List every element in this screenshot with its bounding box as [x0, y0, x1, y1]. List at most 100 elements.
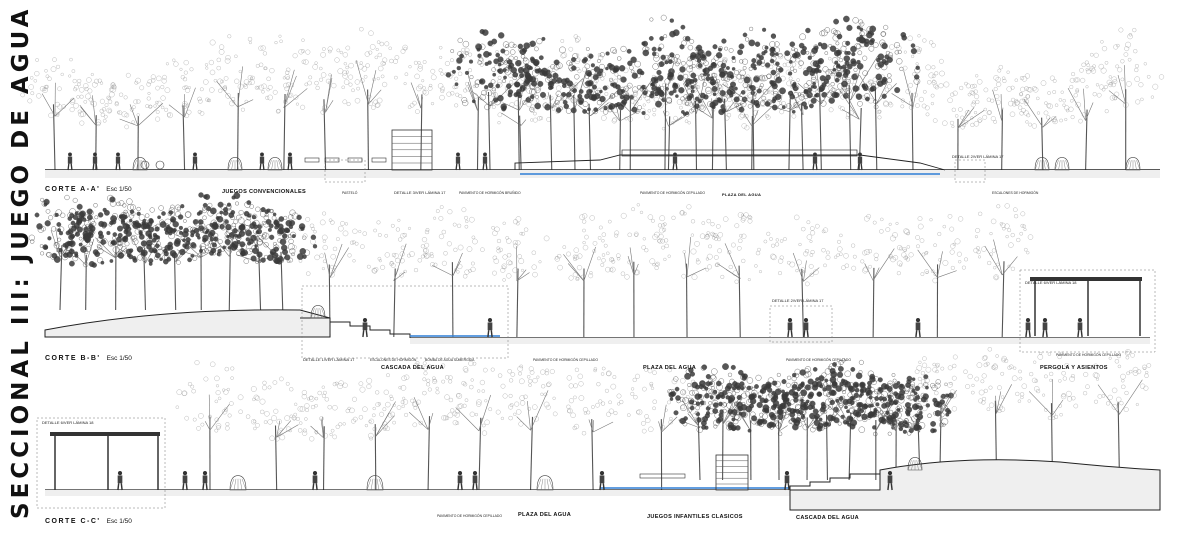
- foliage-leaf: [809, 103, 814, 109]
- foliage-leaf: [362, 231, 367, 236]
- foliage-leaf: [263, 420, 268, 424]
- foliage-leaf: [952, 363, 957, 368]
- foliage-leaf: [1119, 401, 1124, 406]
- foliage-leaf: [1120, 77, 1125, 82]
- foliage-leaf: [374, 55, 378, 60]
- tree-branch: [1083, 88, 1086, 121]
- foliage-leaf: [978, 389, 985, 396]
- foliage-leaf: [423, 248, 429, 254]
- foliage-leaf: [430, 101, 435, 106]
- foliage-leaf: [1065, 108, 1070, 113]
- foliage-leaf: [566, 375, 572, 381]
- foliage-leaf: [727, 392, 732, 397]
- foliage-leaf: [917, 216, 923, 222]
- foliage-leaf: [514, 81, 521, 88]
- foliage-leaf: [1121, 384, 1126, 389]
- foliage-leaf: [484, 419, 490, 425]
- foliage-leaf: [267, 227, 272, 232]
- foliage-leaf: [892, 232, 898, 238]
- tree-trunk: [478, 417, 482, 491]
- person-leg: [457, 483, 460, 491]
- foliage-leaf: [225, 223, 232, 231]
- foliage-leaf: [995, 76, 1001, 83]
- tree-branch: [992, 89, 1002, 121]
- foliage-leaf: [1062, 98, 1066, 103]
- person-leg: [672, 163, 675, 171]
- note-b-bomba: BOMBA DE AGUA SUMERGIDA: [425, 358, 475, 362]
- foliage-leaf: [233, 244, 238, 250]
- tree-branch: [753, 75, 780, 105]
- foliage-leaf: [33, 79, 37, 83]
- foliage-leaf: [751, 415, 758, 422]
- tree-branch: [627, 256, 635, 276]
- tree-branch: [1117, 74, 1126, 105]
- foliage-leaf: [207, 98, 211, 103]
- foliage-leaf: [556, 85, 562, 91]
- foliage-leaf: [947, 365, 953, 371]
- foliage-leaf: [176, 230, 183, 237]
- foliage-leaf: [687, 44, 694, 51]
- foliage-leaf: [310, 405, 316, 410]
- foliage-leaf: [346, 101, 351, 106]
- foliage-leaf: [497, 121, 501, 125]
- foliage-leaf: [753, 75, 760, 82]
- detail-b-1: DETALLE 1/VER LÁMINA 17: [303, 357, 355, 362]
- tree-branch: [98, 247, 116, 259]
- foliage-leaf: [426, 378, 431, 383]
- foliage-leaf: [976, 362, 983, 368]
- foliage-leaf: [911, 415, 918, 422]
- foliage-leaf: [364, 51, 370, 57]
- foliage-leaf: [324, 397, 329, 402]
- foliage-leaf: [682, 250, 686, 254]
- foliage-leaf: [400, 385, 407, 391]
- foliage-leaf: [271, 215, 277, 221]
- foliage-leaf: [970, 91, 976, 96]
- foliage-leaf: [765, 113, 769, 118]
- foliage-leaf: [237, 83, 244, 90]
- foliage-leaf: [68, 234, 75, 241]
- foliage-leaf: [1134, 67, 1139, 73]
- foliage-leaf: [221, 409, 228, 415]
- foliage-leaf: [72, 78, 77, 84]
- foliage-leaf: [576, 265, 583, 271]
- foliage-leaf: [873, 252, 879, 258]
- foliage-leaf: [681, 273, 687, 279]
- foliage-leaf: [795, 269, 799, 273]
- shrub: [1054, 157, 1070, 171]
- foliage-leaf: [768, 86, 774, 92]
- cascade-steps: [300, 317, 411, 338]
- foliage-leaf: [769, 46, 776, 53]
- foliage-leaf: [798, 65, 802, 69]
- foliage-leaf: [596, 382, 601, 387]
- foliage-leaf: [162, 248, 168, 254]
- foliage-leaf: [657, 89, 664, 96]
- foliage-leaf: [572, 98, 576, 102]
- foliage-leaf: [445, 375, 450, 380]
- foliage-leaf: [237, 394, 244, 401]
- foliage-leaf: [82, 261, 89, 268]
- foliage-leaf: [664, 408, 668, 412]
- shrub-stem: [229, 478, 235, 491]
- foliage-leaf: [654, 76, 659, 81]
- foliage-leaf: [740, 373, 747, 381]
- foliage-leaf: [991, 365, 996, 370]
- foliage-leaf: [786, 382, 791, 388]
- foliage-leaf: [454, 103, 459, 108]
- tree-branch: [237, 99, 254, 108]
- shrub-stem: [271, 160, 274, 171]
- foliage-leaf: [877, 58, 884, 66]
- foliage-leaf: [164, 255, 170, 261]
- foliage-leaf: [176, 206, 181, 211]
- foliage-leaf: [679, 105, 683, 110]
- foliage-leaf: [515, 60, 522, 67]
- foliage-leaf: [1002, 78, 1007, 83]
- foliage-leaf: [833, 30, 838, 35]
- foliage-leaf: [109, 196, 116, 203]
- foliage-leaf: [238, 69, 242, 74]
- foliage-leaf: [136, 99, 141, 104]
- tree-branch: [92, 95, 97, 126]
- foliage-leaf: [402, 44, 409, 51]
- foliage-leaf: [701, 74, 707, 80]
- foliage-leaf: [61, 253, 69, 261]
- foliage-leaf: [888, 54, 893, 59]
